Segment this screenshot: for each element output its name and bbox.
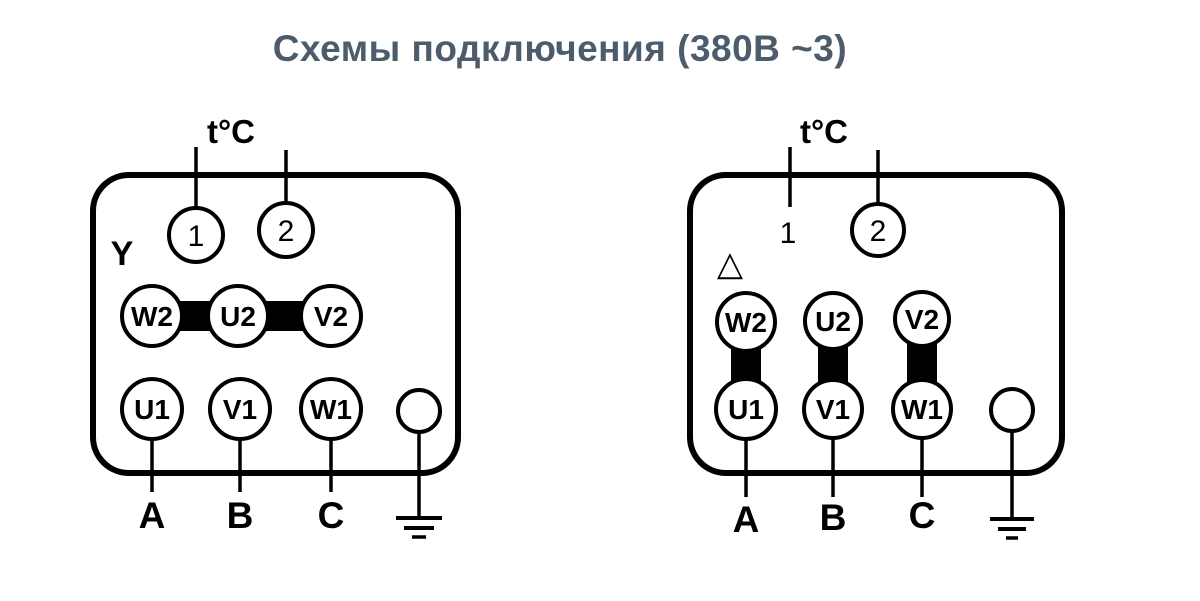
star-symbol: Y [111, 235, 134, 273]
terminal-w2-label: W2 [131, 301, 173, 332]
terminal-v2-label: V2 [314, 301, 348, 332]
terminal-box [687, 172, 1065, 476]
terminal-u2-circle [803, 291, 863, 351]
terminal-w2-circle [120, 284, 184, 348]
terminal-v1-label: V1 [816, 394, 850, 425]
terminal-w2-circle [715, 291, 777, 353]
page-title: Схемы подключения (380В ~3) [272, 28, 848, 69]
sensor-label: t°C [207, 113, 255, 150]
ground-icon [396, 432, 442, 539]
terminal-w2-label: W2 [725, 307, 767, 338]
delta-symbol: △ [717, 245, 744, 283]
terminal-u2-label: U2 [815, 306, 851, 337]
terminal-v2-label: V2 [905, 304, 939, 335]
phase-b-label: B [227, 495, 254, 536]
sensor-label: t°C [800, 113, 848, 150]
ground-terminal-circle [989, 387, 1035, 433]
sensor-terminal-2-circle [850, 202, 906, 258]
terminal-v2-circle [299, 284, 363, 348]
sensor-terminal-2-circle [257, 201, 315, 259]
terminal-box [90, 172, 461, 476]
sensor-terminal-2-label: 2 [870, 215, 887, 248]
terminal-u1-label: U1 [134, 394, 170, 425]
terminal-w1-label: W1 [901, 394, 943, 425]
ground-icon [990, 431, 1034, 540]
phase-c-label: C [318, 495, 345, 536]
terminal-u2-label: U2 [220, 301, 256, 332]
sensor-terminal-2-label: 2 [278, 215, 295, 248]
terminal-u2-circle [206, 284, 270, 348]
phase-b-label: B [820, 497, 847, 538]
phase-a-label: A [139, 495, 166, 536]
sensor-terminal-1-label: 1 [780, 217, 797, 250]
star-connection-diagram: t°C 1 2 Y W2 U2 V2 U1 V1 W1 [90, 113, 461, 539]
delta-connection-diagram: t°C 1 2 △ W2 U2 V2 U1 V1 W1 [687, 113, 1065, 540]
sensor-terminal-1-circle [167, 206, 225, 264]
ground-terminal-circle [396, 388, 442, 434]
terminal-w1-label: W1 [310, 394, 352, 425]
terminal-v2-circle [893, 290, 951, 348]
phase-a-label: A [733, 499, 760, 540]
sensor-terminal-1-label: 1 [188, 220, 205, 253]
terminal-u1-label: U1 [728, 394, 764, 425]
terminal-v1-label: V1 [223, 394, 257, 425]
phase-c-label: C [909, 495, 936, 536]
